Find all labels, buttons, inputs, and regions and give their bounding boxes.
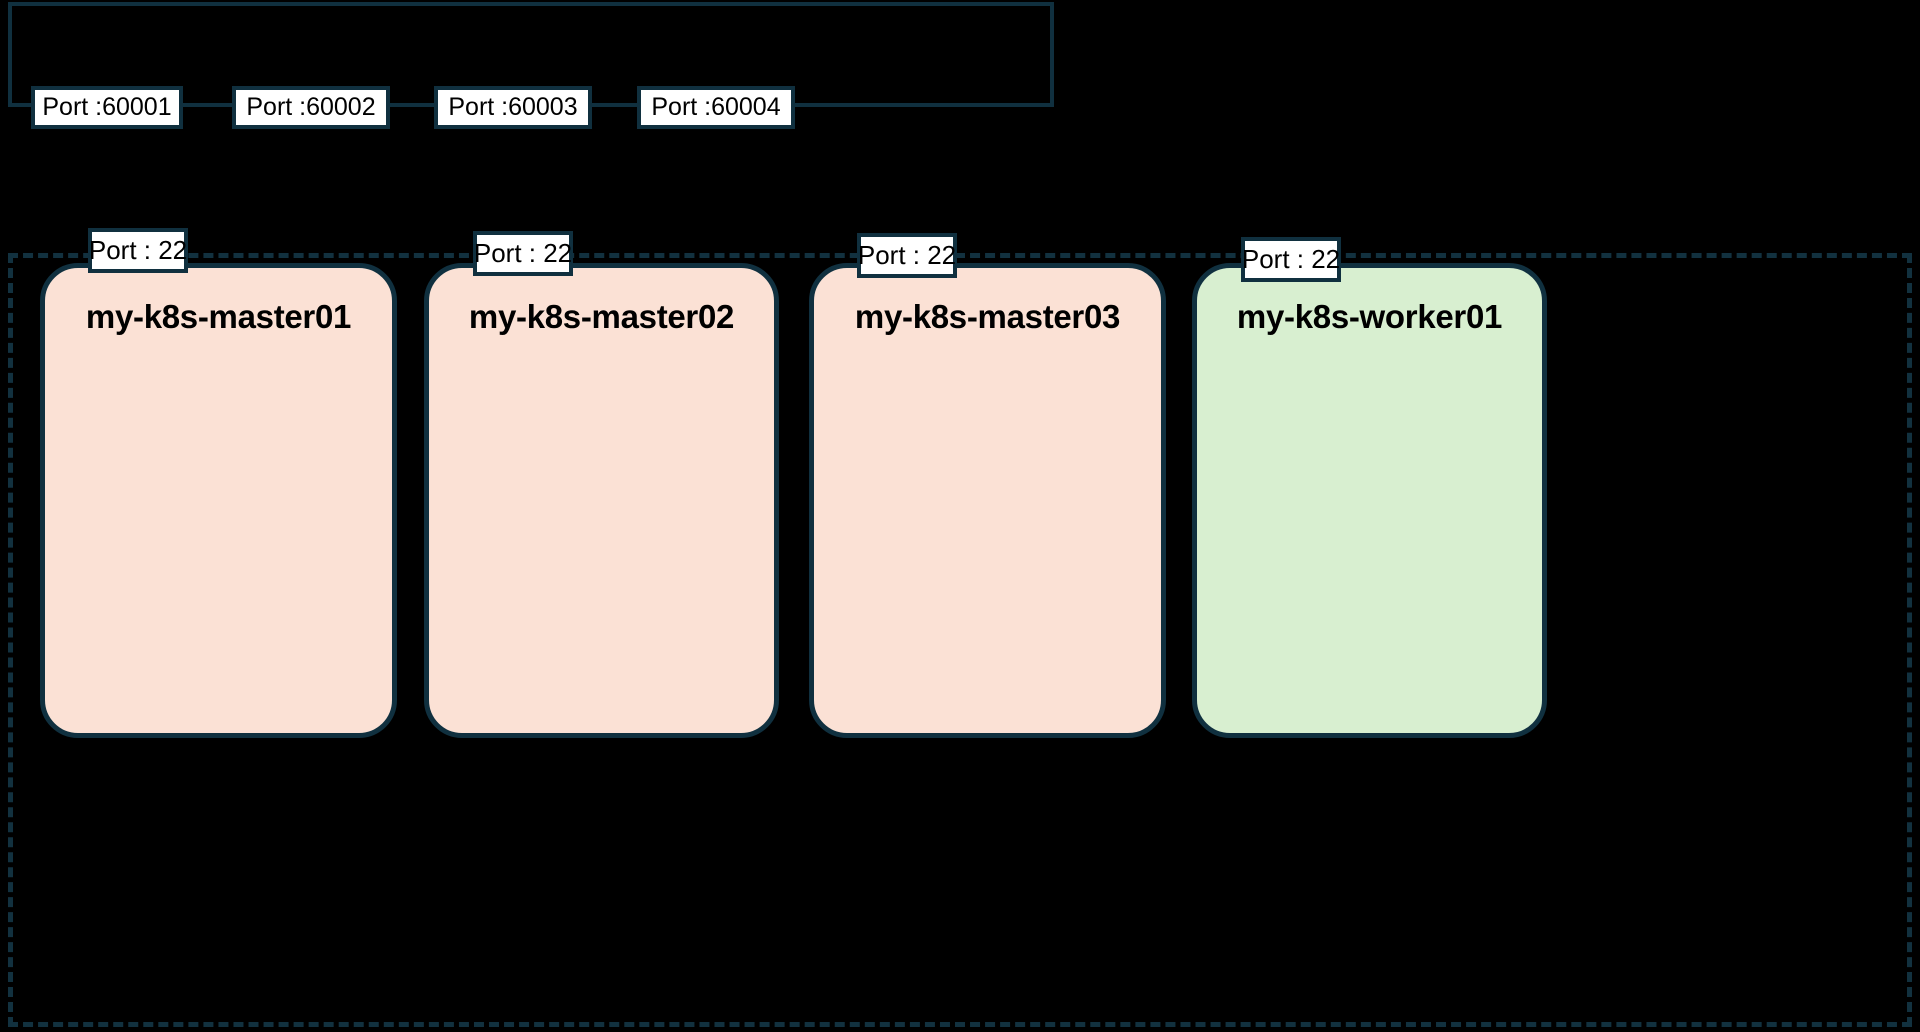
vm-title-my-k8s-master03: my-k8s-master03 [854, 298, 1121, 335]
nat-port-label-2: Port :60002 [232, 86, 390, 129]
vm-card-my-k8s-master03: my-k8s-master03 [809, 263, 1166, 738]
vm-title-my-k8s-worker01: my-k8s-worker01 [1236, 298, 1503, 335]
nat-port-label-1: Port :60001 [31, 86, 183, 129]
vm-card-my-k8s-worker01: my-k8s-worker01 [1192, 263, 1547, 738]
vm-card-my-k8s-master01: my-k8s-master01 [40, 263, 397, 738]
vm-title-my-k8s-master01: my-k8s-master01 [85, 298, 352, 335]
nat-port-label-3: Port :60003 [434, 86, 592, 129]
vm-ssh-port-label-my-k8s-master03: Port : 22 [857, 233, 957, 278]
vm-ssh-port-label-my-k8s-worker01: Port : 22 [1241, 237, 1341, 282]
vm-title-my-k8s-master02: my-k8s-master02 [468, 298, 735, 335]
vm-card-my-k8s-master02: my-k8s-master02 [424, 263, 779, 738]
nat-port-label-4: Port :60004 [637, 86, 795, 129]
virtual-machine-host-boundary [8, 253, 1912, 1027]
vm-ssh-port-label-my-k8s-master02: Port : 22 [473, 231, 573, 276]
vm-ssh-port-label-my-k8s-master01: Port : 22 [88, 228, 188, 273]
